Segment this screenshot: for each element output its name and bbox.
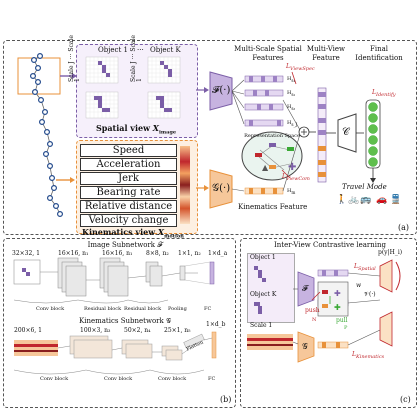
image-dim-4: 1×1, n₂ xyxy=(178,250,201,257)
image-dim-5: 1×d_a xyxy=(208,250,228,257)
c-image-stack xyxy=(247,253,295,323)
kinematics-heatmap xyxy=(180,146,190,224)
image-block-1: Residual block xyxy=(84,306,122,312)
spatial-object-1-label: Object 1 xyxy=(98,46,128,54)
spatial-scale-j-label: Scale J ··· Scale 1 xyxy=(68,35,81,82)
g-encoder-label: 𝒢(·) xyxy=(212,183,231,194)
c-l-kinematics: LKinematics xyxy=(352,351,385,361)
kin-block-0: Conv block xyxy=(40,376,69,382)
h-label-m: Hm xyxy=(287,188,296,195)
image-dim-2: 16×16, n₁ xyxy=(102,250,133,257)
f-encoder-label: 𝓕(·) xyxy=(212,85,231,96)
image-block-3: Pooling xyxy=(168,306,187,312)
image-block-2: Residual block xyxy=(124,306,162,312)
kin-item-bearing-rate: Bearing rate xyxy=(80,186,177,199)
c-push-label: push xyxy=(305,307,320,314)
h-label-s2: Hs₂ xyxy=(287,90,296,97)
panel-c xyxy=(240,238,417,408)
panel-a-label: (a) xyxy=(398,223,410,232)
kin-dim-3: 25×1, n₅ xyxy=(164,327,191,334)
c-l-spatial: LSpatial xyxy=(354,263,376,273)
c-n-label: N xyxy=(312,317,317,323)
kin-item-speed: Speed xyxy=(80,144,177,157)
spatial-scale-j-label-2: Scale J ··· Scale 1 xyxy=(130,35,143,82)
kin-item-acceleration: Acceleration xyxy=(80,158,177,171)
final-id-header: Final Identification xyxy=(355,45,403,62)
image-block-0: Conv block xyxy=(36,306,65,312)
c-pull-label: pull xyxy=(336,317,348,324)
panel-b-label: (b) xyxy=(220,395,232,404)
travel-mode-label: Travel Mode xyxy=(342,183,387,191)
contrastive-title: Inter-View Contrastive learning xyxy=(274,241,386,249)
representation-space-label: Representation Space xyxy=(244,133,300,139)
h-label-s3: Hs₃ xyxy=(287,104,296,111)
kinematics-subnetwork-title: Kinematics Subnetwork 𝒢 xyxy=(79,317,171,325)
c-w-label: w xyxy=(356,282,362,289)
kinematics-view-title: Kinematics view Xmotion xyxy=(82,227,184,240)
c-v-label: 𝒱(·) xyxy=(364,291,376,298)
kin-dim-0: 200×6, 1 xyxy=(14,327,42,334)
multi-scale-header: Multi-Scale Spatial Features xyxy=(234,45,302,62)
c-g-label: 𝒢 xyxy=(302,342,308,351)
c-p-label: P xyxy=(344,325,348,331)
kin-block-4: FC xyxy=(208,376,216,382)
c-object-1-label: Object 1 xyxy=(250,254,276,261)
kin-dim-4: 1×d_b xyxy=(206,321,226,328)
image-subnetwork-title: Image Subnetwork 𝓕 xyxy=(87,241,163,249)
panel-c-label: (c) xyxy=(400,395,411,404)
multi-view-header: Multi-View Feature xyxy=(306,45,346,62)
spatial-ellipsis: ··· xyxy=(137,46,144,54)
kin-block-1: Conv block xyxy=(104,376,133,382)
kinematics-feature-label: Kinematics Feature xyxy=(238,203,308,211)
loss-viewcom: LViewCom xyxy=(282,173,310,183)
kin-item-jerk: Jerk xyxy=(80,172,177,185)
spatial-view-title: Spatial view Ximage xyxy=(96,123,177,136)
c-f-label: 𝓕 xyxy=(302,284,308,293)
image-block-4: FC xyxy=(204,306,212,312)
kin-dim-1: 100×3, n₃ xyxy=(80,327,111,334)
c-classifier-label: 𝒞 xyxy=(342,127,350,138)
h-label-s1: Hs₁ xyxy=(287,76,296,83)
loss-identify: LIdentify xyxy=(372,89,396,99)
image-dim-1: 16×16, n₁ xyxy=(58,250,89,257)
c-scale-1-label: Scale 1 xyxy=(250,322,273,329)
c-p-y-label: p(y|H_i) xyxy=(378,249,403,256)
spatial-object-k-label: Object K xyxy=(150,46,181,54)
c-object-k-label: Object K xyxy=(250,291,277,298)
panel-a xyxy=(3,40,417,235)
kin-item-velocity-change: Velocity change xyxy=(80,214,177,227)
h-label-sj: Hs_J xyxy=(287,120,298,127)
image-dim-3: 8×8, n₂ xyxy=(146,250,169,257)
kin-block-2: Conv block xyxy=(158,376,187,382)
panel-b xyxy=(3,238,236,408)
kin-item-relative-distance: Relative distance xyxy=(80,200,177,213)
loss-viewspec: LViewSpec xyxy=(286,63,315,73)
kin-dim-2: 50×2, n₄ xyxy=(124,327,151,334)
image-dim-0: 32×32, 1 xyxy=(12,250,40,257)
